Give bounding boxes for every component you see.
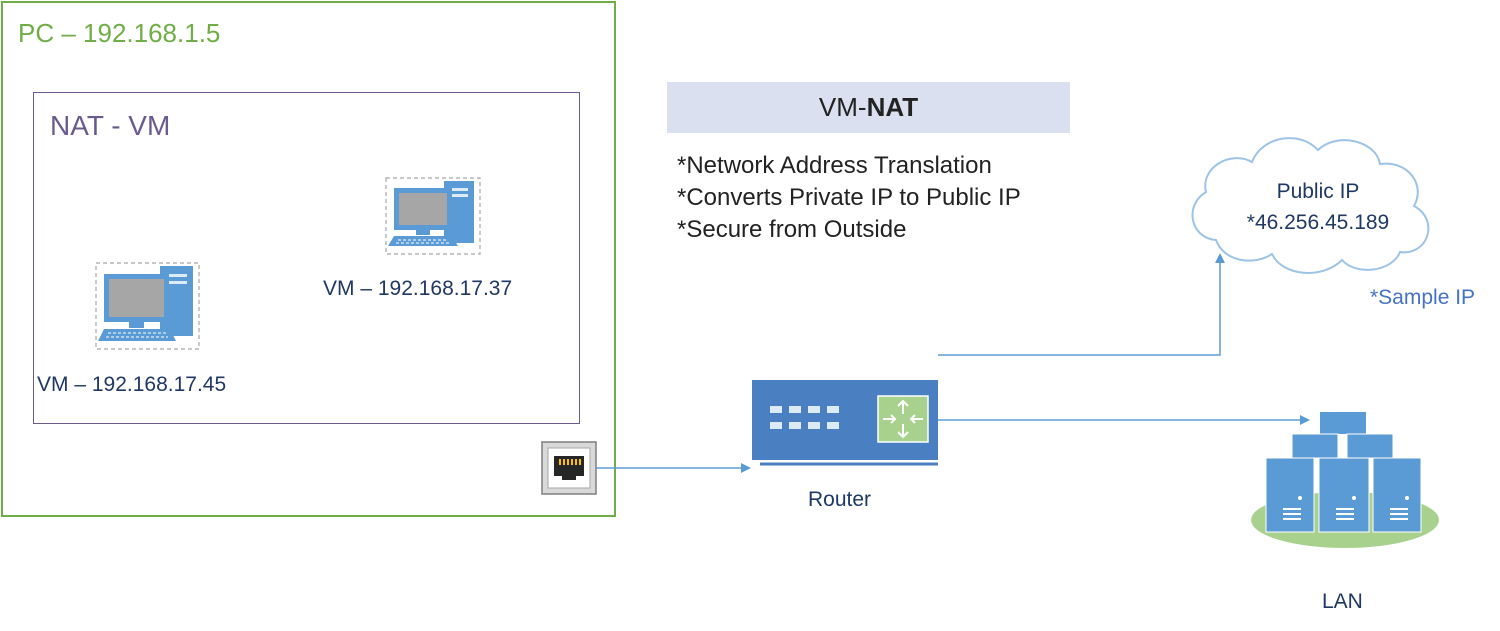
lan-servers-icon — [1251, 412, 1439, 548]
description-line-3: *Secure from Outside — [677, 216, 907, 243]
description-line-1: *Network Address Translation — [677, 152, 992, 179]
sample-ip-note: *Sample IP — [1370, 286, 1476, 309]
public-ip-cloud-text: Public IP *46.256.45.189 — [1218, 176, 1418, 238]
computer-icon — [385, 177, 481, 255]
vm-label-1: VM – 192.168.17.37 — [323, 277, 513, 300]
nat-description: *Network Address Translation *Converts P… — [677, 150, 1021, 246]
cloud-line-2: *46.256.45.189 — [1246, 211, 1390, 234]
pc-container — [1, 1, 616, 517]
vm-label-2: VM – 192.168.17.45 — [37, 373, 227, 396]
nat-header-prefix: VM- — [818, 92, 867, 122]
lan-label: LAN — [1322, 590, 1363, 613]
ethernet-port-icon — [541, 441, 597, 495]
cloud-line-1: Public IP — [1276, 180, 1360, 203]
computer-icon — [95, 262, 200, 350]
nat-vm-title: NAT - VM — [50, 110, 171, 141]
nat-header-bold: NAT — [866, 92, 919, 122]
pc-title: PC – 192.168.1.5 — [18, 18, 221, 48]
nat-header: VM-NAT — [667, 82, 1070, 133]
router-icon — [752, 380, 938, 466]
router-label: Router — [808, 488, 872, 511]
router-to-cloud-arrow — [938, 253, 1225, 356]
description-line-2: *Converts Private IP to Public IP — [677, 184, 1021, 211]
nat-vm-container — [33, 92, 580, 424]
cloud-shape — [1191, 137, 1430, 274]
